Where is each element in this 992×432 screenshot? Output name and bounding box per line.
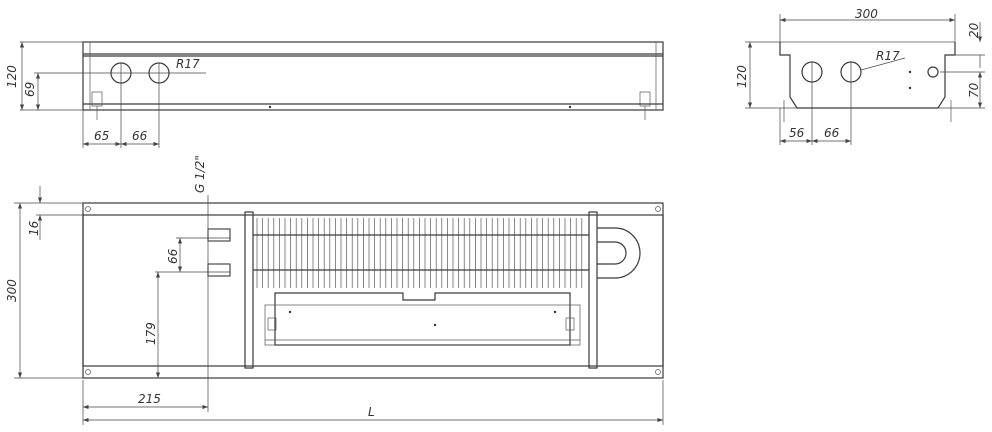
pipe-offset-dimension: 179 bbox=[144, 322, 158, 345]
height-dimension: 120 bbox=[5, 65, 19, 88]
thread-dimension: G 1/2" bbox=[193, 155, 207, 193]
front-view: 120 69 R17 65 66 bbox=[5, 41, 664, 148]
pipe-spacing-dimension: 66 bbox=[166, 248, 180, 264]
top-view: G 1/2" 16 300 66 179 215 L bbox=[5, 155, 664, 425]
pipe-height-dimension: 69 bbox=[23, 82, 37, 97]
top-dimension: 20 bbox=[967, 22, 981, 38]
width-dimension: 300 bbox=[5, 279, 19, 302]
offset-dimension: 66 bbox=[132, 129, 148, 143]
width-dimension: 300 bbox=[855, 7, 878, 21]
pipe-height-dimension: 70 bbox=[967, 82, 981, 98]
radius-dimension: R17 bbox=[876, 49, 900, 63]
pipe-x-dimension: 215 bbox=[138, 392, 161, 406]
heat-exchanger-fins bbox=[256, 218, 583, 288]
height-dimension: 120 bbox=[735, 65, 749, 88]
frame-dimension: 16 bbox=[27, 220, 41, 236]
radius-dimension: R17 bbox=[176, 57, 200, 71]
offset-dimension: 65 bbox=[94, 129, 109, 143]
offset-dimension: 66 bbox=[824, 126, 840, 140]
side-view: 300 20 120 R17 70 56 66 bbox=[735, 7, 985, 145]
length-dimension: L bbox=[368, 405, 375, 419]
offset-dimension: 56 bbox=[789, 126, 805, 140]
